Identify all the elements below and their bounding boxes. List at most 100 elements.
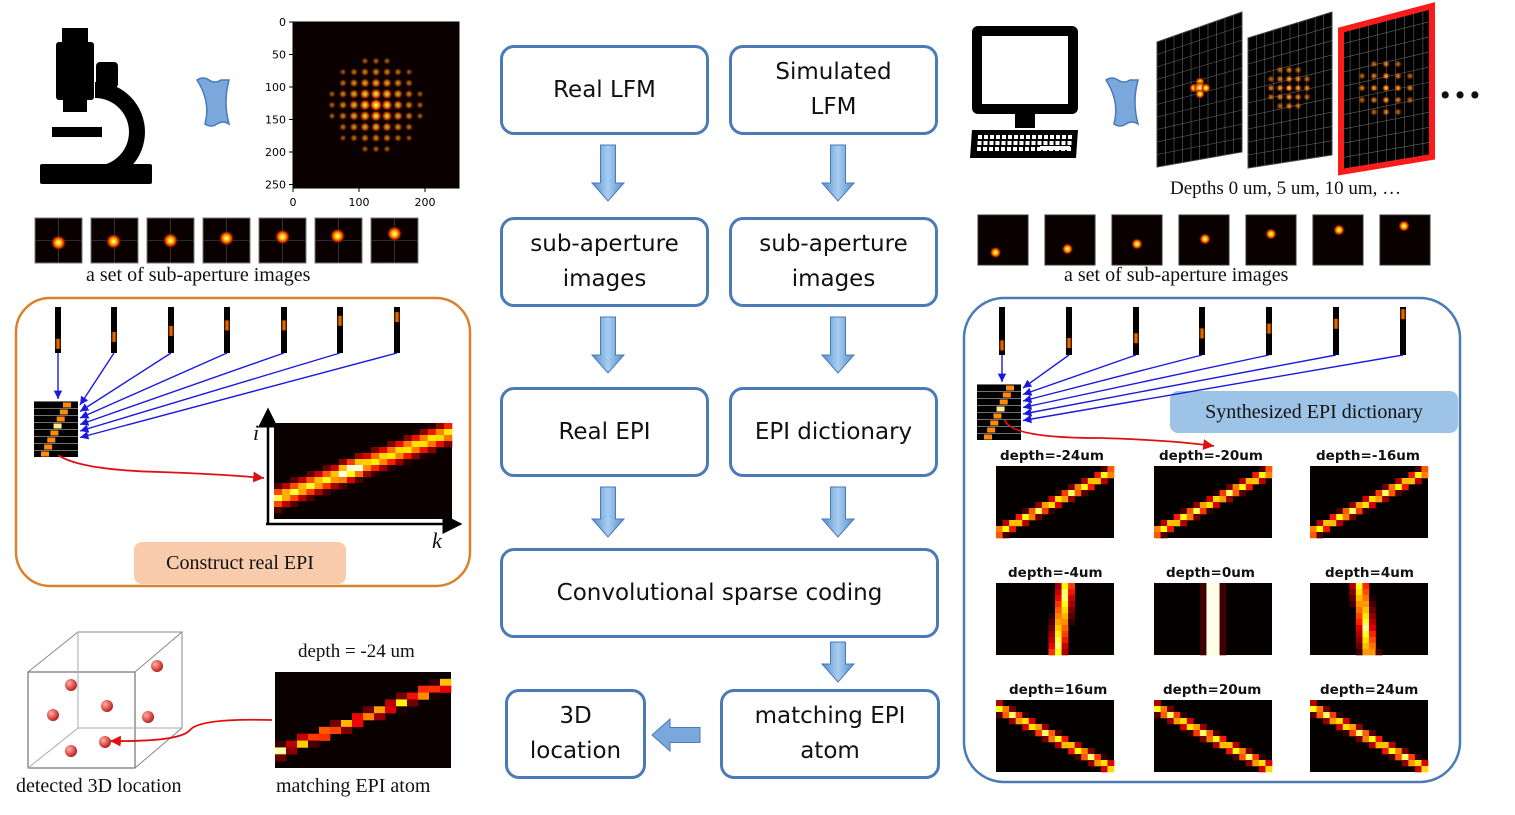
grid-spot xyxy=(1294,102,1302,110)
psf-spot xyxy=(360,67,370,77)
stack-spot xyxy=(1006,385,1014,391)
connector xyxy=(79,352,398,440)
atom-pixel xyxy=(1055,619,1062,626)
atom-pixel xyxy=(1369,601,1376,608)
atom-pixel xyxy=(1355,619,1363,626)
psf-spot xyxy=(370,77,382,89)
atom-pixel xyxy=(1186,514,1194,521)
epi-strip-spot xyxy=(1400,309,1406,320)
atom-pixel xyxy=(996,532,1003,539)
atom-pixel xyxy=(1388,748,1396,755)
atom-pixel xyxy=(1349,502,1357,509)
grid-spot xyxy=(1201,83,1211,93)
atom-pixel xyxy=(1100,766,1108,773)
point-ball xyxy=(101,700,113,712)
key xyxy=(1026,135,1030,139)
atom-pixel xyxy=(1107,760,1115,767)
atom-pixel xyxy=(1206,583,1214,590)
epi-pixel xyxy=(319,733,331,741)
grid-spot xyxy=(1303,93,1311,101)
atom-pixel xyxy=(1355,637,1363,644)
epi-pixel xyxy=(363,706,375,714)
epi-pixel xyxy=(411,441,420,448)
construct-label-bg xyxy=(134,542,346,584)
atom-pixel xyxy=(1048,637,1056,644)
atom-pixel xyxy=(1167,706,1174,713)
grid-spot xyxy=(1358,96,1366,104)
key xyxy=(1050,135,1054,139)
atom-pixel xyxy=(1028,730,1036,737)
grid-spot xyxy=(1406,84,1414,92)
atom-pixel xyxy=(1355,589,1363,596)
grid-spot xyxy=(1394,84,1402,92)
atom-pixel xyxy=(1421,766,1429,773)
thumbnail-spot xyxy=(1333,224,1345,236)
epi-pixel xyxy=(363,471,372,478)
atom-pixel xyxy=(1173,718,1181,725)
atom-pixel xyxy=(1028,508,1036,515)
atom-pixel xyxy=(1068,601,1075,608)
key xyxy=(1056,135,1060,139)
atom-pixel xyxy=(1219,637,1227,644)
atom-pixel xyxy=(1226,748,1233,755)
atom-pixel xyxy=(1213,643,1220,650)
epi-pixel xyxy=(352,720,364,728)
atom-pixel xyxy=(1009,706,1016,713)
atom-pixel xyxy=(1199,613,1207,620)
atom-pixel xyxy=(1252,478,1260,485)
tick-label: 0 xyxy=(279,16,286,29)
grid-spot xyxy=(1276,93,1284,101)
point-ball xyxy=(65,679,77,691)
epi-pixel xyxy=(371,459,380,466)
atom-pixel xyxy=(1252,754,1260,761)
atom-pixel xyxy=(1219,607,1227,614)
psf-spot xyxy=(404,89,414,99)
atom-pixel xyxy=(1213,502,1220,509)
epi-pixel xyxy=(346,465,356,472)
atom-pixel xyxy=(1342,508,1350,515)
atom-pixel xyxy=(1382,742,1389,749)
epi-pixel xyxy=(274,483,283,490)
atom-pixel xyxy=(1232,754,1240,761)
atom-pixel xyxy=(1369,613,1376,620)
psf-spot xyxy=(383,57,391,65)
stack-spot xyxy=(56,416,65,422)
atom-pixel xyxy=(1355,649,1363,656)
atom-label: depth=16um xyxy=(1009,682,1108,698)
atom-pixel xyxy=(1362,607,1370,614)
atom-pixel xyxy=(1239,490,1247,497)
epi-pixel xyxy=(403,435,412,442)
epi-strip-spot xyxy=(1133,333,1139,344)
cube-red-connector xyxy=(109,718,273,747)
psf-spot xyxy=(381,77,393,89)
atom-pixel xyxy=(1061,619,1069,626)
epi-pixel xyxy=(371,453,380,460)
point-ball xyxy=(47,709,59,721)
epi-pixel xyxy=(298,483,307,490)
atom-pixel xyxy=(1232,742,1240,749)
key xyxy=(1037,141,1042,145)
atom-pixel xyxy=(1074,484,1082,491)
epi-strip-spot xyxy=(1266,323,1272,334)
atom-pixel xyxy=(1015,718,1023,725)
psf-spot xyxy=(338,89,348,99)
atom-pixel xyxy=(1258,478,1266,485)
flow-arrows xyxy=(590,144,856,753)
psf-spot xyxy=(348,88,360,100)
atom-pixel xyxy=(1355,625,1363,632)
atom-pixel xyxy=(1048,649,1056,656)
grid-line xyxy=(1340,96,1433,116)
psf-spot xyxy=(339,68,347,76)
epi-strip-spot xyxy=(337,315,343,326)
atom-pixel xyxy=(1009,712,1016,719)
atom-pixel xyxy=(1022,718,1030,725)
psf-spot xyxy=(371,67,381,77)
epi-pixel xyxy=(322,471,331,478)
psf-spot xyxy=(328,112,336,120)
atom-pixel xyxy=(1401,754,1409,761)
atom-pixel xyxy=(1193,730,1201,737)
epi-pixel xyxy=(387,447,396,454)
psf-spot xyxy=(416,90,424,98)
psf-spot xyxy=(359,110,371,122)
atom-pixel xyxy=(1213,742,1220,749)
